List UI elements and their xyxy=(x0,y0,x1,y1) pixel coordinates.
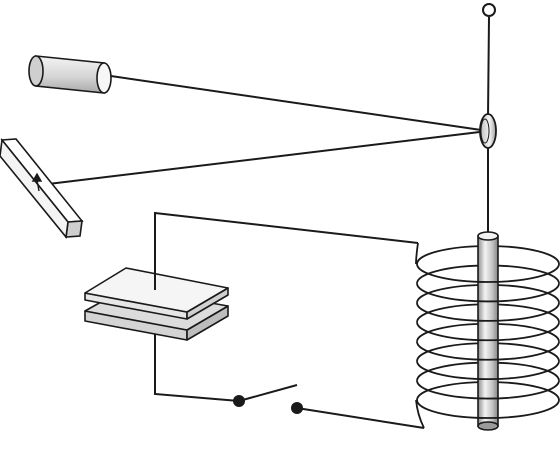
light-source xyxy=(28,55,112,94)
coil-turn-front xyxy=(416,399,560,419)
coil-turn-front xyxy=(416,341,560,361)
light-rays xyxy=(39,74,489,186)
switch-lever[interactable] xyxy=(238,384,298,402)
switch[interactable] xyxy=(233,384,303,414)
arrow-up-icon xyxy=(31,172,43,192)
incident-ray xyxy=(103,74,489,132)
coil-connectors xyxy=(415,242,425,429)
switch-terminal-left xyxy=(233,395,245,407)
circuit-wires xyxy=(154,211,425,429)
capacitor xyxy=(84,267,229,341)
iron-core xyxy=(477,231,499,431)
suspension-wire xyxy=(482,3,496,236)
coil-turn-front xyxy=(416,302,560,322)
mirror xyxy=(479,113,497,149)
coil-front-arcs xyxy=(416,263,560,419)
coil-turn-front xyxy=(416,263,560,283)
coil-turn-front xyxy=(416,283,560,303)
suspension-knob xyxy=(482,3,496,17)
coil-turn-front xyxy=(416,322,560,342)
coil-turn-front xyxy=(416,361,560,381)
capacitor-upper-plate xyxy=(84,267,229,320)
scale xyxy=(0,138,84,239)
coil-turn-front xyxy=(416,380,560,400)
switch-terminal-right xyxy=(291,402,303,414)
reflected-ray xyxy=(39,130,489,186)
solenoid xyxy=(415,231,560,431)
